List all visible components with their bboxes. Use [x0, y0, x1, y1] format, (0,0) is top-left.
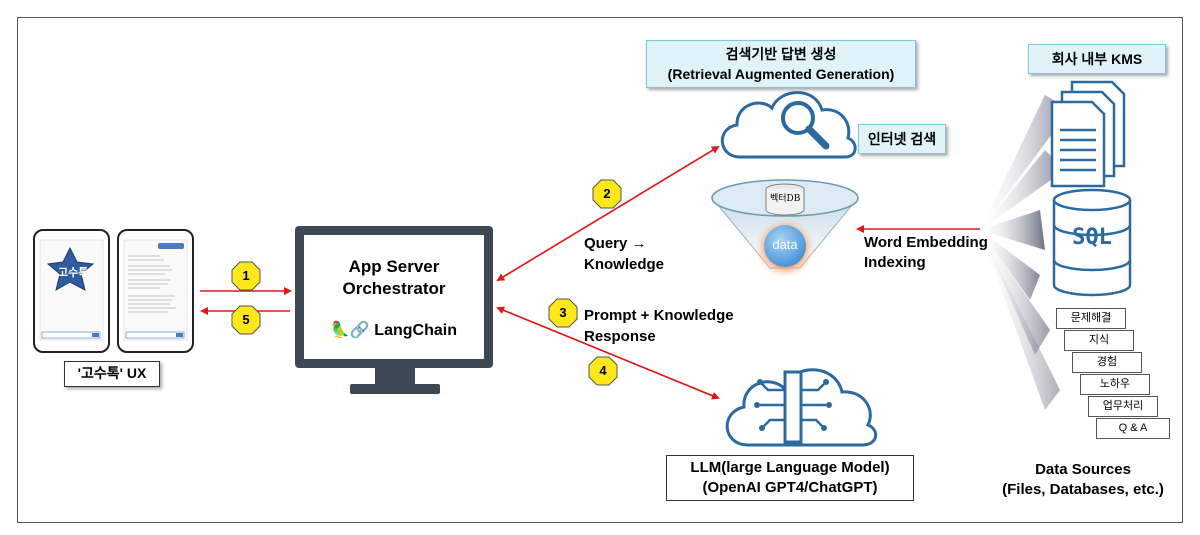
prompt-knowledge-line1: Prompt + Knowledge	[584, 307, 734, 324]
ux-label-box: '고수톡' UX	[64, 361, 160, 387]
doc-item: 노하우	[1080, 374, 1150, 395]
query-knowledge-label: Query → Knowledge	[584, 233, 664, 275]
arrow-4-to-llm	[497, 307, 720, 400]
doc-item: 경험	[1072, 352, 1142, 373]
rag-title-ko: 검색기반 답변 생성	[725, 46, 837, 62]
doc-item: 문제해결	[1056, 308, 1126, 329]
database-icon	[1052, 188, 1132, 297]
server-title-line2: Orchestrator	[342, 279, 446, 298]
step-badge-2: 2	[603, 186, 611, 201]
prompt-knowledge-label: Prompt + Knowledge Response	[584, 305, 734, 347]
data-sources-line2: (Files, Databases, etc.)	[1002, 481, 1164, 498]
vector-db-data-label: data	[772, 237, 798, 252]
funnel-icon	[710, 179, 860, 278]
phone-right-icon	[117, 229, 194, 353]
kms-title-box: 회사 내부 KMS	[1028, 44, 1166, 74]
data-sources-label: Data Sources (Files, Databases, etc.)	[978, 460, 1188, 500]
langchain-label: LangChain	[374, 322, 457, 339]
langchain-emoji-icon: 🦜🔗	[330, 322, 370, 339]
data-source-fan	[980, 95, 1070, 410]
llm-line1: LLM(large Language Model)	[690, 459, 890, 476]
cloud-search-icon	[720, 91, 857, 159]
step-badge-5: 5	[242, 312, 250, 327]
llm-box: LLM(large Language Model) (OpenAI GPT4/C…	[666, 455, 914, 501]
diagram-frame	[17, 17, 1183, 523]
doc-item: 업무처리	[1088, 396, 1158, 417]
server-title-line1: App Server	[348, 257, 440, 276]
doc-item: Q & A	[1096, 418, 1170, 439]
monitor-icon	[295, 226, 493, 394]
app-logo-text: 고수톡	[58, 267, 89, 279]
doc-item: 지식	[1064, 330, 1134, 351]
step-badge-1: 1	[242, 268, 250, 283]
query-knowledge-line1: Query →	[584, 235, 647, 252]
word-embedding-line2: Indexing	[864, 254, 926, 271]
server-title: App Server Orchestrator	[304, 256, 484, 300]
llm-line2: (OpenAI GPT4/ChatGPT)	[702, 479, 878, 496]
phone-left-icon	[33, 229, 110, 353]
word-embedding-label: Word Embedding Indexing	[864, 233, 988, 273]
step-badge-3: 3	[559, 305, 567, 320]
rag-title-en: (Retrieval Augmented Generation)	[667, 66, 895, 82]
word-embedding-line1: Word Embedding	[864, 234, 988, 251]
langchain-logo: 🦜🔗 LangChain	[330, 320, 457, 340]
flow-arrows	[200, 145, 980, 400]
step-badges	[231, 179, 622, 386]
vector-db-label: 벡터DB	[770, 194, 801, 204]
rag-title-box: 검색기반 답변 생성 (Retrieval Augmented Generati…	[646, 40, 916, 88]
internet-search-box: 인터넷 검색	[858, 124, 946, 154]
data-sources-line1: Data Sources	[1035, 461, 1131, 478]
document-icon	[1050, 80, 1126, 188]
step-badge-4: 4	[599, 363, 607, 378]
arrow-2-to-server	[496, 146, 719, 282]
query-knowledge-line2: Knowledge	[584, 256, 665, 273]
sql-label: SQL	[1072, 225, 1112, 250]
prompt-knowledge-line2: Response	[584, 328, 656, 345]
cloud-circuit-icon	[725, 368, 878, 447]
